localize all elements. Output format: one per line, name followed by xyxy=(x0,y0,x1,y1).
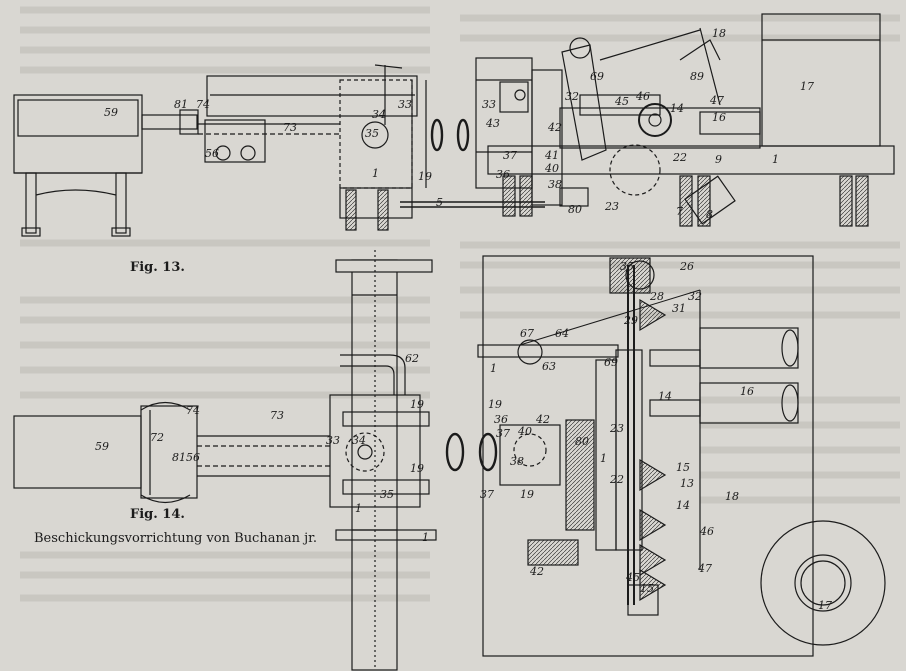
part-label-18-b: 18 xyxy=(725,490,739,503)
part-label-46-a: 46 xyxy=(635,90,650,103)
part-label-73: 73 xyxy=(283,121,297,134)
part-label-42-a: 42 xyxy=(547,121,562,134)
part-label-38-b: 38 xyxy=(510,455,524,468)
part-label-16-b: 16 xyxy=(740,385,754,398)
part-label-1-f: 1 xyxy=(600,452,607,465)
part-label-17-a: 17 xyxy=(800,80,814,93)
part-label-47-b: 47 xyxy=(697,562,712,575)
part-label-35-c: 35 xyxy=(620,260,634,273)
part-label-31: 31 xyxy=(672,302,686,315)
part-label-33-c: 33 xyxy=(326,434,340,447)
part-label-47-a: 47 xyxy=(709,94,724,107)
part-label-23-a: 23 xyxy=(604,200,619,213)
part-label-64: 64 xyxy=(555,327,569,340)
part-label-59-b: 59 xyxy=(95,440,109,453)
part-label-18-a: 18 xyxy=(712,27,726,40)
part-label-45-a: 45 xyxy=(614,95,629,108)
part-label-89: 89 xyxy=(690,70,704,83)
part-label-19-c: 19 xyxy=(410,462,424,475)
part-label-1-b: 1 xyxy=(772,153,779,166)
part-label-8: 8 xyxy=(706,208,713,221)
part-label-74: 74 xyxy=(196,98,210,111)
part-label-43: 43 xyxy=(485,117,500,130)
part-label-67: 67 xyxy=(520,327,534,340)
figure-14-plan xyxy=(13,250,465,671)
part-label-26: 26 xyxy=(679,260,694,273)
part-label-15-a: 15 xyxy=(676,461,690,474)
part-label-73-b: 73 xyxy=(270,409,284,422)
figure-caption: Beschickungsvorrichtung von Buchanan jr. xyxy=(34,531,318,546)
part-label-14-b: 14 xyxy=(658,390,672,403)
part-label-45-b: 45 xyxy=(625,571,640,584)
part-label-36-a: 36 xyxy=(496,168,510,181)
part-label-35-b: 35 xyxy=(380,488,394,501)
part-label-9: 9 xyxy=(715,153,722,166)
part-label-56: 56 xyxy=(205,147,219,160)
part-label-14-c: 14 xyxy=(676,499,690,512)
part-label-22-b: 22 xyxy=(609,473,624,486)
part-label-74-b: 74 xyxy=(186,404,200,417)
part-labels: 59 81 74 33 73 34 35 56 1 19 5 33 43 32 … xyxy=(95,27,832,612)
part-label-32-b: 32 xyxy=(688,290,702,303)
part-label-5: 5 xyxy=(436,196,443,209)
part-label-37-b: 37 xyxy=(496,427,510,440)
part-label-17-b: 17 xyxy=(818,599,832,612)
part-label-42-b: 42 xyxy=(535,413,550,426)
part-label-19-b: 19 xyxy=(410,398,424,411)
part-label-22-a: 22 xyxy=(672,151,687,164)
part-label-19-e: 19 xyxy=(520,488,534,501)
part-label-35: 35 xyxy=(365,127,379,140)
part-label-28: 28 xyxy=(649,290,664,303)
figure-14-label: Fig. 14. xyxy=(130,507,185,522)
part-label-41: 41 xyxy=(544,149,559,162)
part-label-37-a: 37 xyxy=(503,149,517,162)
part-label-19-a: 19 xyxy=(418,170,432,183)
part-label-69: 69 xyxy=(590,70,604,83)
part-label-32: 32 xyxy=(565,90,579,103)
part-label-19-d: 19 xyxy=(488,398,502,411)
part-label-33-b: 33 xyxy=(482,98,496,111)
part-label-62: 62 xyxy=(405,352,419,365)
part-label-81-b: 81 xyxy=(172,451,186,464)
part-label-40-a: 40 xyxy=(544,162,559,175)
part-label-40-b: 40 xyxy=(517,425,532,438)
part-label-69-b: 69 xyxy=(604,356,618,369)
part-label-1-e: 1 xyxy=(490,362,497,375)
part-label-16-a: 16 xyxy=(712,111,726,124)
part-label-81: 81 xyxy=(174,98,188,111)
part-label-15-b: 15 xyxy=(640,582,654,595)
part-label-63: 63 xyxy=(542,360,556,373)
part-label-1-a: 1 xyxy=(372,167,379,180)
part-label-34-b: 34 xyxy=(352,434,366,447)
part-label-7: 7 xyxy=(676,205,683,218)
part-label-46-b: 46 xyxy=(699,525,714,538)
bleed-through-text xyxy=(20,6,900,602)
part-label-42-c: 42 xyxy=(529,565,544,578)
part-label-59: 59 xyxy=(104,106,118,119)
part-label-56-b: 56 xyxy=(186,451,200,464)
part-label-29: 29 xyxy=(623,314,638,327)
part-label-1-d: 1 xyxy=(422,531,429,544)
part-label-80-b: 80 xyxy=(575,435,589,448)
part-label-36-b: 36 xyxy=(494,413,508,426)
part-label-37-c: 37 xyxy=(480,488,494,501)
part-label-38-a: 38 xyxy=(548,178,562,191)
part-label-1-c: 1 xyxy=(355,502,362,515)
part-label-33-a: 33 xyxy=(398,98,412,111)
figure-14-plan-right xyxy=(477,255,886,657)
figure-13-elevation xyxy=(13,13,895,237)
part-label-23-b: 23 xyxy=(609,422,624,435)
figure-13-label: Fig. 13. xyxy=(130,260,185,275)
part-label-13: 13 xyxy=(680,477,694,490)
part-label-14-a: 14 xyxy=(670,102,684,115)
part-label-34: 34 xyxy=(372,108,386,121)
part-label-72: 72 xyxy=(150,431,164,444)
part-label-80-a: 80 xyxy=(568,203,582,216)
